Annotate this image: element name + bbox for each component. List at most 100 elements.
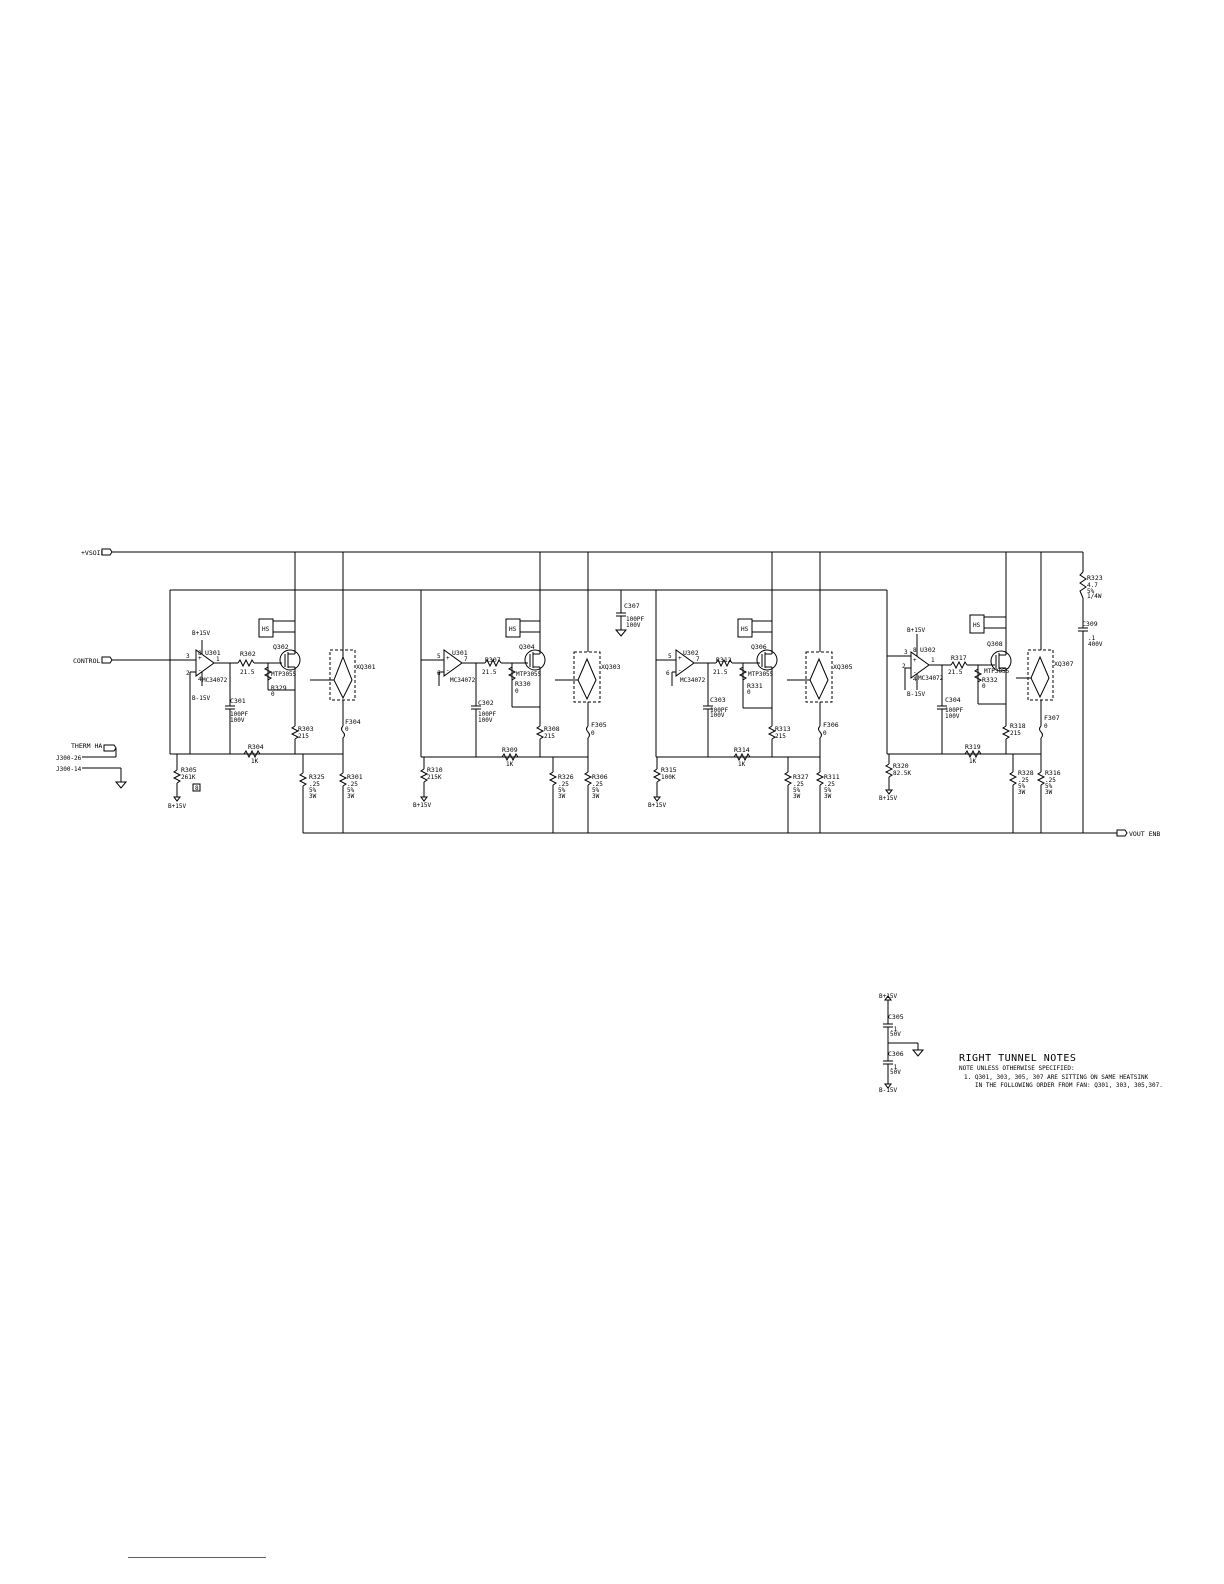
- notes-block: RIGHT TUNNEL NOTES NOTE UNLESS OTHERWISE…: [959, 1053, 1163, 1089]
- bias-resistor-ref: R315: [661, 766, 677, 774]
- mosfet-ref: Q308: [987, 640, 1003, 648]
- feedback-resistor: [243, 749, 261, 759]
- sense-resistor-a-ref: R326: [558, 773, 574, 781]
- mosfet-part: MTP3055: [748, 671, 774, 678]
- sense-resistor-a-v2: 5%: [558, 787, 566, 794]
- sense-resistor-a-v2: 5%: [793, 787, 801, 794]
- sense-resistor-a-v1: .25: [793, 781, 804, 788]
- feedback-resistor-ref: R319: [965, 743, 981, 751]
- sense-resistor-b-v1: .25: [592, 781, 603, 788]
- decoupling-network: B+15V C305 .1 50V C306 .1 50V B-15V: [879, 993, 925, 1094]
- opamp-pin-fb: 6: [666, 670, 670, 677]
- mosfet-part: MTP3055: [516, 671, 542, 678]
- footer-rule: [128, 1557, 266, 1558]
- sense-resistor-b-v3: 3W: [824, 793, 832, 800]
- svg-text:-: -: [678, 667, 682, 674]
- feedback-resistor: [501, 752, 519, 762]
- bias-resistor-ref: R310: [427, 766, 443, 774]
- socket-ref: XQ303: [601, 663, 621, 671]
- capacitor-value-2: 100V: [230, 717, 245, 724]
- sense-resistor-a-v1: .25: [1018, 777, 1029, 784]
- opamp-symbol: [195, 649, 215, 677]
- gs-resistor-value: 0: [982, 683, 986, 690]
- gate-resistor-value: 21.5: [948, 669, 963, 676]
- gs-resistor: [973, 668, 983, 683]
- sense-resistor-a: [548, 771, 558, 786]
- opamp-pin-fb: 2: [902, 663, 906, 670]
- flag-box: [192, 783, 201, 792]
- capacitor-value-1: 100PF: [478, 711, 496, 718]
- svg-text:+: +: [446, 655, 450, 662]
- sense-resistor-b-ref: R311: [824, 773, 840, 781]
- fuse-ref: F305: [591, 721, 607, 729]
- capacitor-ref: C302: [478, 699, 494, 707]
- fuse-symbol: [586, 725, 590, 739]
- net-vsoil: +VSOIL: [81, 548, 113, 557]
- sense-resistor-a-v3: 3W: [558, 793, 566, 800]
- sense-resistor-b-v3: 3W: [592, 793, 600, 800]
- sense-resistor-b-ref: R301: [347, 773, 363, 781]
- sense-resistor-b-v2: 5%: [824, 787, 832, 794]
- mosfet-symbol: [756, 649, 778, 671]
- decoupling-c1-v2: 50V: [890, 1031, 901, 1038]
- opamp-ref: U301: [205, 649, 221, 657]
- gate-resistor: [484, 658, 502, 668]
- opamp-pin-out: 1: [216, 656, 220, 663]
- gs-resistor-ref: R332: [982, 676, 998, 684]
- svg-text:-: -: [446, 667, 450, 674]
- opamp-pin-in: 3: [904, 649, 908, 656]
- fuse-ref: F304: [345, 718, 361, 726]
- snubber-network: R323 4.7 5% 1/4W C309 .1 400V: [1078, 571, 1103, 648]
- sense-resistor-a-v3: 3W: [309, 793, 317, 800]
- feedback-resistor-value: 1K: [506, 761, 514, 768]
- decoupling-c2-v2: 50V: [890, 1069, 901, 1076]
- sense-resistor-a-v2: 5%: [309, 787, 317, 794]
- capacitor-value-1: 100PF: [945, 707, 963, 714]
- source-resistor: [290, 725, 300, 740]
- bias-resistor: [172, 769, 182, 784]
- sense-resistor-a: [783, 771, 793, 786]
- gs-resistor-value: 0: [515, 688, 519, 695]
- notes-subtitle: NOTE UNLESS OTHERWISE SPECIFIED:: [959, 1065, 1075, 1072]
- capacitor-value-2: 100V: [478, 717, 493, 724]
- sense-resistor-a-ref: R327: [793, 773, 809, 781]
- sense-resistor-b: [1036, 771, 1046, 786]
- mosfet-ref: Q306: [751, 643, 767, 651]
- feedback-resistor-value: 1K: [251, 758, 259, 765]
- feedback-resistor-value: 1K: [969, 758, 977, 765]
- opamp-pin-in: 3: [186, 653, 190, 660]
- mosfet-symbol: [990, 650, 1012, 672]
- net-control: CONTROL: [73, 656, 113, 665]
- c309-ref: C309: [1082, 620, 1098, 628]
- fuse-symbol: [1039, 725, 1043, 739]
- gate-resistor-ref: R312: [716, 656, 732, 664]
- source-resistor: [535, 725, 545, 740]
- gs-resistor-ref: R329: [271, 684, 287, 692]
- heatsink-tab: [969, 614, 985, 634]
- mosfet-part: MTP3055: [271, 671, 297, 678]
- gate-resistor: [715, 658, 733, 668]
- notes-line-1: 1. Q301, 303, 305, 307 ARE SITTING ON SA…: [964, 1074, 1149, 1081]
- heatsink-tab: [505, 618, 521, 638]
- net-j1-label: J300-26: [56, 755, 82, 762]
- gate-resistor-value: 21.5: [482, 669, 497, 676]
- bias-supply: B+15V: [879, 795, 897, 802]
- gs-resistor: [738, 666, 748, 681]
- sense-resistor-b: [338, 772, 348, 787]
- connector-vout-icon: [1116, 829, 1128, 837]
- driver-cell-4: + - 3 2 1 8 4 U302 MC34072 B+15V B-15V R…: [879, 552, 1074, 833]
- opamp-vp: B+15V: [907, 627, 925, 634]
- r323-value-1: 4.7: [1087, 582, 1098, 589]
- socket-outline: [573, 651, 601, 703]
- opamp-pin-v1: 8: [198, 650, 202, 657]
- decoupling-c1: C305: [888, 1013, 904, 1021]
- transistor-socket-icon: [577, 657, 597, 701]
- feedback-resistor-ref: R314: [734, 746, 750, 754]
- opamp-ref: U302: [683, 649, 699, 657]
- c309-value-2: 400V: [1088, 641, 1103, 648]
- bias-resistor-ref: R320: [893, 762, 909, 770]
- gs-resistor: [507, 666, 517, 681]
- gate-resistor-ref: R307: [485, 656, 501, 664]
- socket-ref: XQ301: [356, 663, 376, 671]
